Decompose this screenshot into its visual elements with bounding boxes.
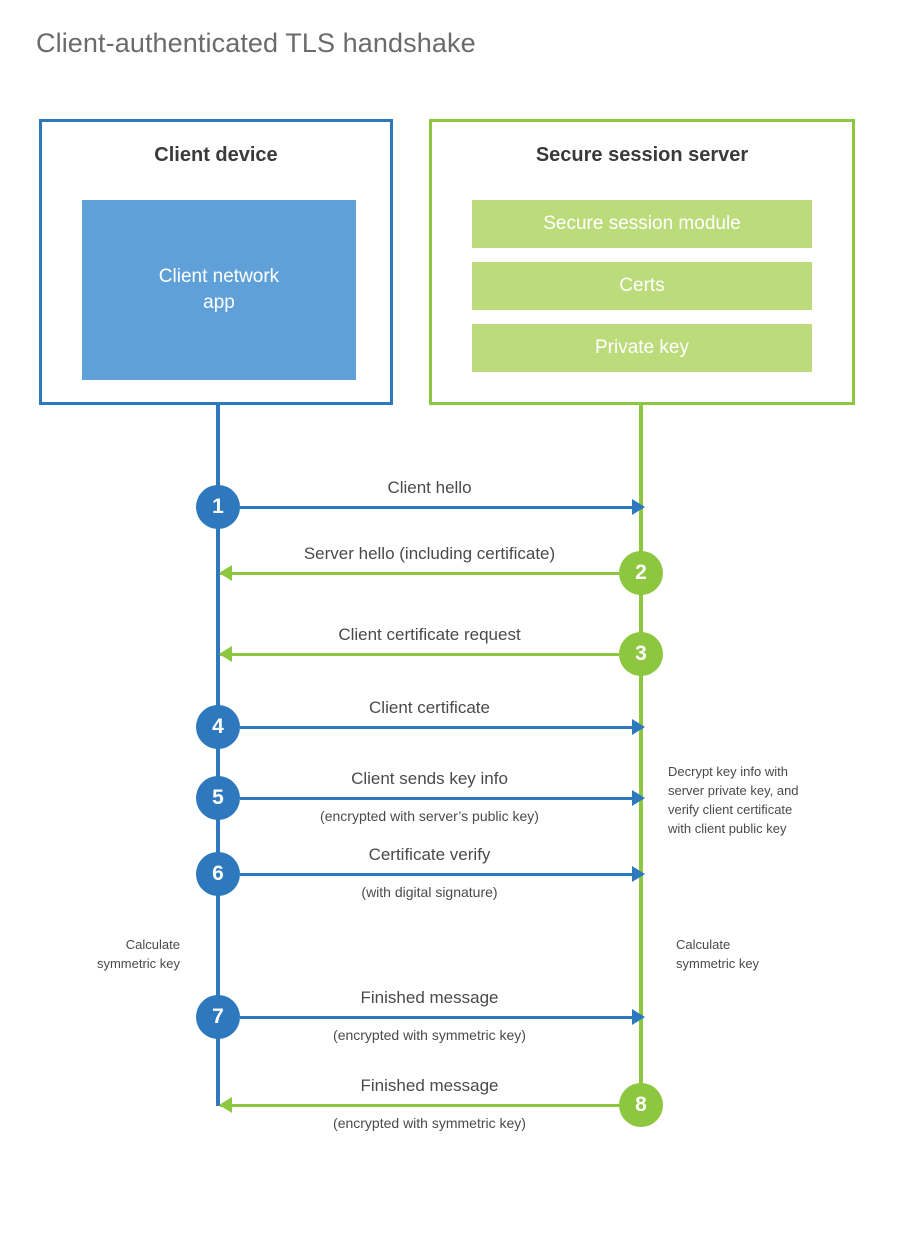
client-calculate-symmetric-key-note: Calculate symmetric key: [96, 937, 180, 971]
arrow-line-step-8: [220, 1104, 619, 1107]
arrow-head-step-6: [632, 866, 645, 882]
step-circle-5[interactable]: 5: [196, 776, 240, 820]
message-label-step-4: Client certificate: [369, 698, 490, 717]
arrow-line-step-2: [220, 572, 619, 575]
client-device-title: Client device: [154, 144, 278, 166]
secure-session-server-title: Secure session server: [535, 144, 749, 166]
message-sublabel-step-8: (encrypted with symmetric key): [333, 1115, 526, 1131]
message-label-step-7: Finished message: [360, 988, 499, 1007]
arrow-line-step-7: [240, 1016, 643, 1019]
step-circle-2[interactable]: 2: [619, 551, 663, 595]
step-circle-1[interactable]: 1: [196, 485, 240, 529]
server-component-secure-session-module: Secure session module: [472, 200, 812, 248]
message-label-step-2: Server hello (including certificate): [303, 544, 556, 563]
page-title: Client-authenticated TLS handshake: [36, 28, 476, 58]
step-circle-8[interactable]: 8: [619, 1083, 663, 1127]
client-device-box: Client device Client network app: [39, 119, 393, 405]
message-sublabel-step-7: (encrypted with symmetric key): [333, 1027, 526, 1043]
message-sublabel-step-5: (encrypted with server’s public key): [320, 808, 539, 824]
client-lifeline: [216, 402, 220, 1106]
message-label-step-6: Certificate verify: [368, 845, 491, 864]
arrow-head-step-4: [632, 719, 645, 735]
server-component-certs: Certs: [472, 262, 812, 310]
server-component-private-key: Private key: [472, 324, 812, 372]
step-circle-6[interactable]: 6: [196, 852, 240, 896]
server-lifeline: [639, 402, 643, 1106]
message-label-step-1: Client hello: [387, 478, 472, 497]
arrow-line-step-6: [240, 873, 643, 876]
arrow-head-step-1: [632, 499, 645, 515]
client-network-app-block: Client network app: [82, 200, 356, 380]
arrow-head-step-2: [219, 565, 232, 581]
arrow-line-step-4: [240, 726, 643, 729]
server-decrypt-verify-note: Decrypt key info with server private key…: [668, 764, 799, 836]
arrow-line-step-1: [240, 506, 643, 509]
message-label-step-8: Finished message: [360, 1076, 499, 1095]
arrow-head-step-3: [219, 646, 232, 662]
secure-session-server-box: Secure session server Secure session mod…: [429, 119, 855, 405]
arrow-head-step-7: [632, 1009, 645, 1025]
step-circle-4[interactable]: 4: [196, 705, 240, 749]
server-calculate-symmetric-key-note: Calculate symmetric key: [676, 937, 760, 971]
step-circle-7[interactable]: 7: [196, 995, 240, 1039]
arrow-line-step-5: [240, 797, 643, 800]
message-label-step-5: Client sends key info: [351, 769, 508, 788]
arrow-head-step-5: [632, 790, 645, 806]
arrow-line-step-3: [220, 653, 619, 656]
message-sublabel-step-6: (with digital signature): [361, 884, 498, 900]
message-label-step-3: Client certificate request: [338, 625, 521, 644]
step-circle-3[interactable]: 3: [619, 632, 663, 676]
arrow-head-step-8: [219, 1097, 232, 1113]
